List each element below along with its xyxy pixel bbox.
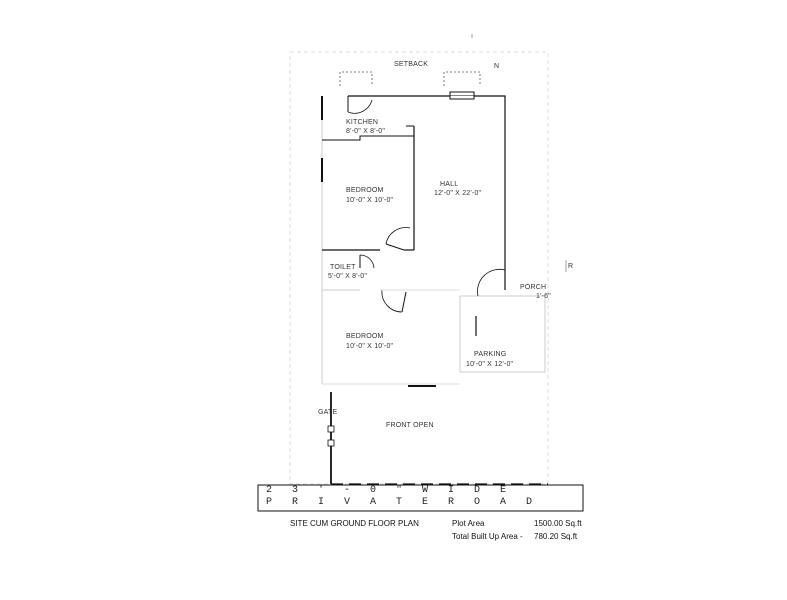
bedroom2-size: 10'-0" X 10'-0": [346, 343, 394, 350]
bedroom1-label: BEDROOM: [346, 187, 384, 194]
north-label: N: [494, 63, 500, 70]
sunshade-right: [443, 71, 481, 86]
hall-door-arc: [477, 268, 506, 297]
parking-size: 10'-0" X 12'-0": [466, 361, 514, 368]
kitchen-door-arc: [347, 99, 373, 114]
side-note: 1'-6": [536, 293, 551, 300]
bedroom1-size: 10'-0" X 10'-0": [346, 197, 394, 204]
parking-label: PARKING: [474, 351, 507, 358]
plot-area-label: Plot Area: [452, 519, 485, 528]
road-box: [257, 484, 584, 512]
porch-label: PORCH: [520, 284, 547, 291]
road-line-1: 2 3 ' - 0 " W I D E: [266, 485, 514, 496]
built-up-value: 780.20 Sq.ft: [534, 532, 578, 541]
built-up-label: Total Built Up Area -: [452, 532, 523, 541]
front-open-label: FRONT OPEN: [386, 422, 434, 429]
plot-boundary: [289, 51, 549, 485]
road-line-2: P R I V A T E R O A D: [266, 497, 540, 508]
gate-panel-2: [327, 439, 335, 447]
sunshade-left: [339, 71, 373, 86]
bedroom2-door-arc: [381, 289, 403, 313]
hall-size: 12'-0" X 22'-0": [434, 190, 482, 197]
parking-outline: [459, 295, 546, 373]
outer-wall-top: [348, 95, 506, 290]
gate-label: GATE: [318, 409, 338, 416]
plan-title: SITE CUM GROUND FLOOR PLAN: [290, 519, 419, 528]
setback-label: SETBACK: [394, 61, 429, 68]
toilet-size: 5'-0" X 8'-0": [328, 273, 368, 280]
toilet-label: TOILET: [330, 264, 356, 271]
right-mark: R: [568, 263, 574, 270]
bedroom2-label: BEDROOM: [346, 333, 384, 340]
plot-area-value: 1500.00 Sq.ft: [534, 519, 582, 528]
toilet-door-arc: [359, 254, 375, 269]
gate-panel-1: [327, 425, 335, 433]
bedroom2-door-leaf: [401, 291, 407, 313]
hall-label: HALL: [440, 181, 459, 188]
kitchen-label: KITCHEN: [346, 119, 379, 126]
kitchen-size: 8'-0" X 8'-0": [346, 128, 386, 135]
bedroom1-door-arc: [385, 227, 411, 245]
bedroom1-door-leaf: [385, 243, 405, 251]
